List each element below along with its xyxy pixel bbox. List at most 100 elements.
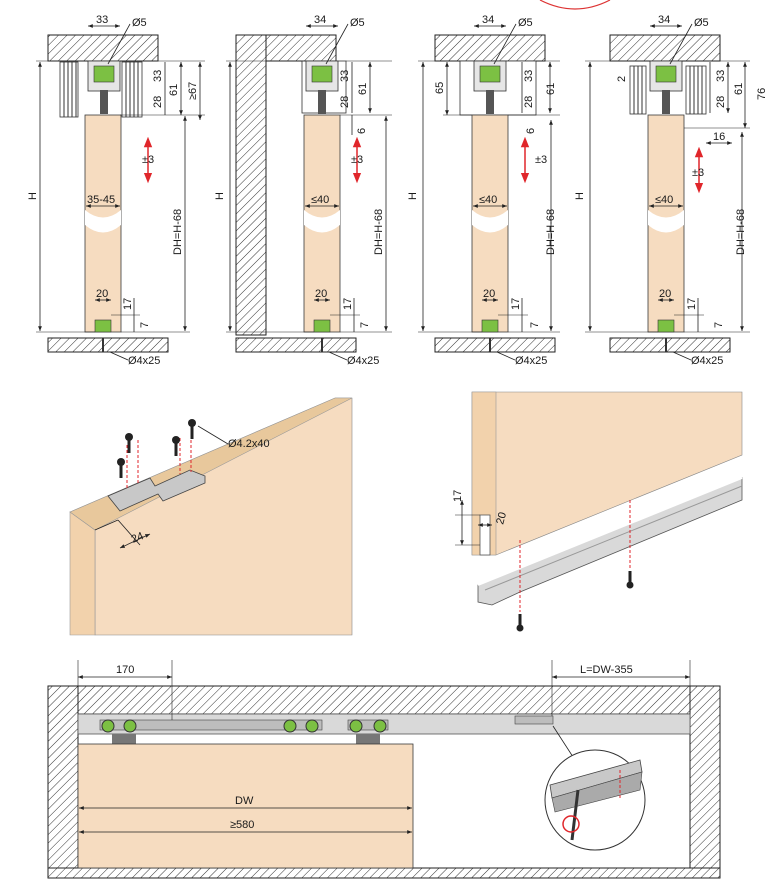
right-wall [689,685,721,877]
dim-height: H [574,192,586,200]
screw-icon [516,614,524,632]
dim-76: 76 [756,88,768,100]
dim-guide-width: 20 [96,288,108,300]
dim-screw: Ø5 [694,17,709,29]
roller-icon [311,65,333,83]
screw-size-label: Ø4.2x40 [228,438,270,450]
door-width-label: DW [235,795,254,807]
floor-guide-icon [657,319,675,333]
track-length-label: L=DW-355 [580,664,633,676]
dim-floor-screw: Ø4x25 [691,355,723,367]
top-bracket [107,469,206,512]
dim-17: 17 [510,298,522,310]
dim-width-top: 33 [96,14,108,26]
dim-28: 28 [715,96,727,108]
brush-seal [59,61,143,118]
roller-icon [93,65,115,83]
hanger-bolt [486,90,494,114]
dim-28: 28 [523,96,535,108]
dim-33: 33 [152,70,164,82]
door-panel [77,743,414,869]
groove-depth-label: 17 [452,490,464,502]
dim-screw: Ø5 [132,17,147,29]
floor-block [434,337,556,353]
screw-icon [117,458,125,478]
hanger-bolt [662,90,670,114]
decorative-arc [539,0,611,10]
dim-17: 17 [342,298,354,310]
dim-door-height: DH=H-68 [172,209,184,255]
dim-height: H [407,192,419,200]
screw-icon [626,571,634,589]
dim-6: 6 [525,128,537,134]
dim-16: 16 [713,131,725,143]
dim-17: 17 [686,298,698,310]
front-elevation: 170 L=DW-355 DW ≥580 [47,660,721,879]
roller-carriage-left [99,719,323,744]
section-3: 34 Ø5 H 65 33 28 61 6 DH=H-68 ±3 ≤40 20 … [407,14,560,367]
dim-28: 28 [152,96,164,108]
dim-door-thickness: ≤40 [311,194,329,206]
magnified-detail [544,749,646,851]
dim-17: 17 [122,298,134,310]
roller-carriage-right [347,719,389,744]
dim-28: 28 [339,96,351,108]
dim-screw: Ø5 [518,17,533,29]
ceiling-block [265,34,337,62]
floor-hatch [47,867,721,879]
floor-block [609,337,731,353]
floor-guide-icon [94,319,112,333]
dim-door-height: DH=H-68 [373,209,385,255]
dim-height: H [214,192,226,200]
ceiling-block [47,34,159,62]
screw-icon [172,436,180,456]
hanger-bolt [318,90,326,114]
dim-33: 33 [523,70,535,82]
hanger-bolt [100,90,108,114]
dim-7: 7 [529,322,541,328]
dim-33: 33 [339,70,351,82]
dim-width-top: 34 [658,14,670,26]
dim-floor-screw: Ø4x25 [515,355,547,367]
floor-guide-icon [313,319,331,333]
door-groove [479,514,491,556]
dim-adjust: ±3 [535,154,547,166]
door-edge [69,511,96,636]
dim-7: 7 [359,322,371,328]
dim-floor-screw: Ø4x25 [128,355,160,367]
bracket-detail: Ø4.2x40 24 [69,397,353,636]
section-2: 34 Ø5 H 33 28 61 6 DH=H-68 ±3 ≤40 20 17 … [214,14,392,367]
floor-block [235,337,357,353]
screw-icon [125,433,133,453]
min-width-label: ≥580 [230,819,254,831]
dim-min67: ≥67 [187,82,199,100]
end-stop [514,715,554,725]
ceiling-hatch [47,685,721,715]
dim-adjust: ±3 [351,154,363,166]
dim-door-thickness: ≤40 [655,194,673,206]
dim-guide-width: 20 [659,288,671,300]
dim-61: 61 [357,83,369,95]
dim-floor-screw: Ø4x25 [347,355,379,367]
dim-adjust: ±3 [142,154,154,166]
dim-61: 61 [168,84,180,96]
dim-65: 65 [434,82,446,94]
floor-guide-icon [481,319,499,333]
door-edge [471,391,497,556]
dim-2: 2 [616,76,628,82]
dim-6: 6 [356,128,368,134]
edge-offset-label: 24 [130,530,146,546]
dim-61: 61 [545,83,557,95]
section-1: 33 Ø5 H 33 28 61 ≥67 DH=H-68 ±3 35-45 20… [27,14,205,367]
screw-icon [188,419,196,439]
roller-icon [655,65,677,83]
left-wall [47,685,79,877]
dim-width-top: 34 [314,14,326,26]
brush-seal [629,65,707,115]
dim-61: 61 [733,83,745,95]
dim-7: 7 [713,322,725,328]
dim-door-thickness: ≤40 [479,194,497,206]
dim-door-height: DH=H-68 [545,209,557,255]
dim-adjust: ±3 [692,167,704,179]
